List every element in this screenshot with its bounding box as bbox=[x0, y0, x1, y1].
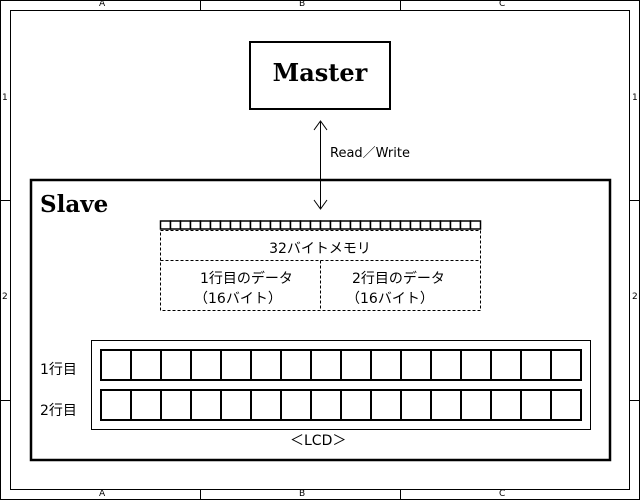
memory-byte-cell bbox=[229, 220, 242, 230]
lcd-char-cell bbox=[220, 389, 252, 421]
lcd-char-cell bbox=[520, 349, 552, 381]
lcd-char-cell bbox=[370, 349, 402, 381]
memory-byte-cell bbox=[399, 220, 412, 230]
memory-byte-cell bbox=[389, 220, 402, 230]
lcd-char-cell bbox=[460, 349, 492, 381]
memory-byte-cell bbox=[459, 220, 472, 230]
lcd-row2-label: 2行目 bbox=[40, 403, 77, 419]
zone-label-left-1: 1 bbox=[2, 93, 8, 103]
memory-byte-cell bbox=[159, 220, 172, 230]
lcd-char-cell bbox=[130, 349, 162, 381]
memory-byte-cell bbox=[299, 220, 312, 230]
lcd-char-cell bbox=[280, 349, 312, 381]
memory-byte-cell bbox=[199, 220, 212, 230]
read-write-label: Read／Write bbox=[330, 146, 410, 161]
lcd-char-cell bbox=[550, 389, 582, 421]
zone-label-bottom-a: A bbox=[99, 489, 106, 499]
memory-byte-cell bbox=[239, 220, 252, 230]
lcd-char-cell bbox=[100, 349, 132, 381]
zone-label-top-c: C bbox=[499, 0, 506, 9]
lcd-char-cell bbox=[370, 389, 402, 421]
master-box bbox=[249, 41, 391, 110]
slave-box bbox=[29, 178, 612, 462]
memory-byte-cell bbox=[289, 220, 302, 230]
zone-label-bottom-b: B bbox=[299, 489, 306, 499]
lcd-char-cell bbox=[250, 389, 282, 421]
master-title: Master bbox=[272, 58, 368, 87]
zone-label-bottom-c: C bbox=[499, 489, 506, 499]
row1-data-size: （16バイト） bbox=[194, 291, 282, 307]
lcd-char-cell bbox=[460, 389, 492, 421]
lcd-char-cell bbox=[400, 349, 432, 381]
memory-byte-cell bbox=[279, 220, 292, 230]
memory-byte-cell bbox=[179, 220, 192, 230]
memory-title: 32バイトメモリ bbox=[269, 241, 371, 257]
memory-byte-cell bbox=[419, 220, 432, 230]
memory-byte-cell bbox=[329, 220, 342, 230]
memory-byte-cell bbox=[269, 220, 282, 230]
row2-data-size: （16バイト） bbox=[346, 291, 434, 307]
memory-byte-cell bbox=[319, 220, 332, 230]
memory-map-box bbox=[160, 230, 481, 311]
memory-byte-cell bbox=[379, 220, 392, 230]
zone-label-right-1: 1 bbox=[632, 93, 638, 103]
memory-byte-cell bbox=[429, 220, 442, 230]
lcd-char-cell bbox=[190, 349, 222, 381]
zone-label-top-a: A bbox=[99, 0, 106, 9]
inner-frame bbox=[10, 10, 630, 490]
lcd-char-cell bbox=[490, 389, 522, 421]
lcd-row-2 bbox=[100, 389, 582, 421]
lcd-char-cell bbox=[340, 389, 372, 421]
lcd-caption: ＜LCD＞ bbox=[290, 433, 347, 449]
lcd-char-cell bbox=[550, 349, 582, 381]
memory-byte-cell bbox=[169, 220, 182, 230]
memory-byte-cell bbox=[349, 220, 362, 230]
row2-data-label: 2行目のデータ bbox=[352, 271, 445, 287]
memory-byte-cell bbox=[259, 220, 272, 230]
memory-byte-cell bbox=[219, 220, 232, 230]
lcd-char-cell bbox=[310, 349, 342, 381]
zone-label-left-2: 2 bbox=[2, 292, 8, 302]
lcd-char-cell bbox=[130, 389, 162, 421]
lcd-char-cell bbox=[250, 349, 282, 381]
zone-label-top-b: B bbox=[299, 0, 306, 9]
memory-byte-cell bbox=[469, 220, 482, 230]
lcd-char-cell bbox=[430, 349, 462, 381]
memory-byte-cell bbox=[359, 220, 372, 230]
lcd-char-cell bbox=[400, 389, 432, 421]
memory-byte-cell bbox=[309, 220, 322, 230]
memory-byte-cell bbox=[369, 220, 382, 230]
memory-byte-cell bbox=[439, 220, 452, 230]
memory-byte-cell bbox=[409, 220, 422, 230]
memory-strip bbox=[159, 220, 482, 230]
lcd-char-cell bbox=[340, 349, 372, 381]
memory-byte-cell bbox=[209, 220, 222, 230]
arrow-head-up bbox=[313, 120, 328, 131]
lcd-char-cell bbox=[160, 349, 192, 381]
lcd-char-cell bbox=[310, 389, 342, 421]
lcd-char-cell bbox=[160, 389, 192, 421]
memory-byte-cell bbox=[249, 220, 262, 230]
lcd-row-1 bbox=[100, 349, 582, 381]
memory-byte-cell bbox=[449, 220, 462, 230]
lcd-char-cell bbox=[430, 389, 462, 421]
slave-title: Slave bbox=[40, 191, 109, 218]
memory-byte-cell bbox=[339, 220, 352, 230]
lcd-char-cell bbox=[220, 349, 252, 381]
zone-label-right-2: 2 bbox=[632, 292, 638, 302]
arrow-head-down bbox=[313, 199, 328, 210]
lcd-char-cell bbox=[280, 389, 312, 421]
lcd-char-cell bbox=[490, 349, 522, 381]
memory-byte-cell bbox=[189, 220, 202, 230]
lcd-char-cell bbox=[100, 389, 132, 421]
lcd-char-cell bbox=[190, 389, 222, 421]
lcd-row1-label: 1行目 bbox=[40, 362, 77, 378]
row1-data-label: 1行目のデータ bbox=[200, 271, 293, 287]
lcd-char-cell bbox=[520, 389, 552, 421]
